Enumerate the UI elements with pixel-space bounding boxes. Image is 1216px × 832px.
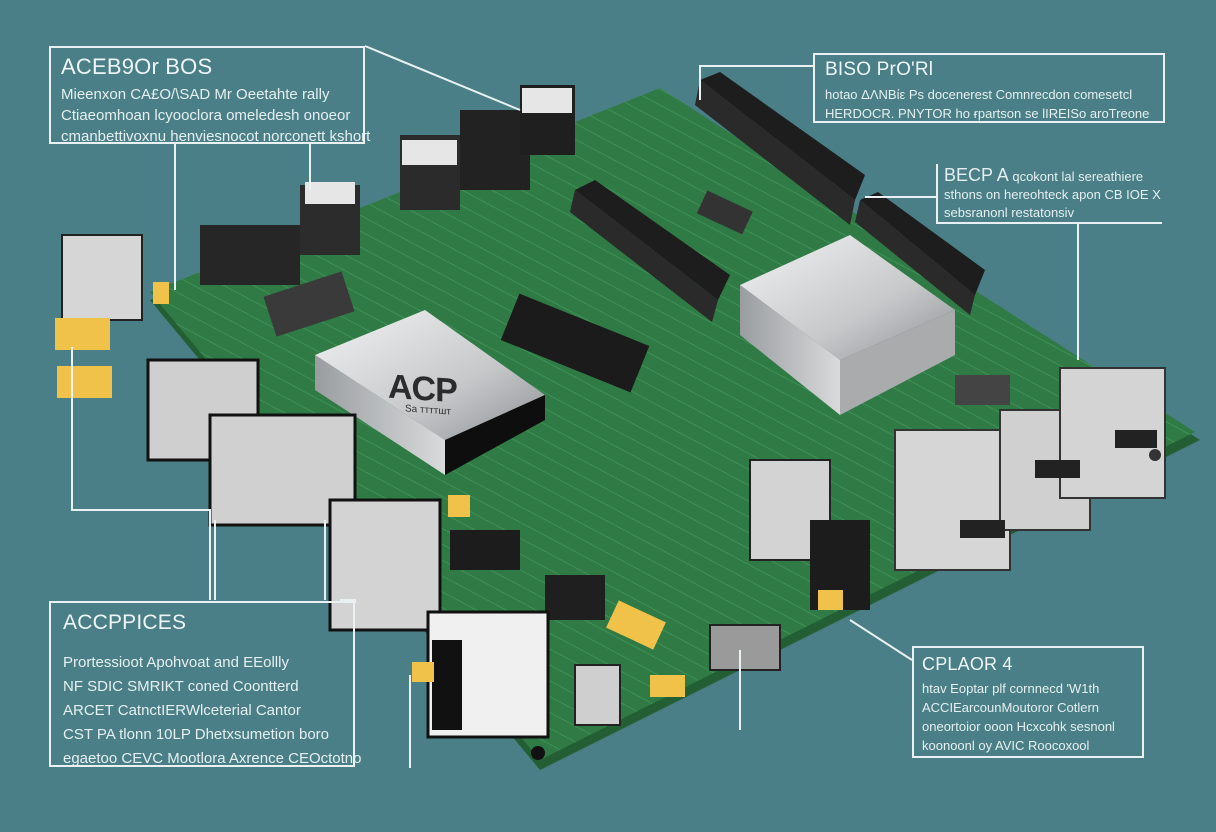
- callout-text-line: CST PA tlonn 10LP Dhetxsumetion boro: [63, 726, 329, 743]
- rf-shield-can: [740, 235, 955, 415]
- left-ports: [61, 234, 550, 739]
- callout-title: CPLAOR 4: [922, 654, 1013, 674]
- callout-title: BISO PrO'Rl: [825, 59, 934, 80]
- right-ports: [749, 367, 1166, 610]
- capacitors: [55, 282, 843, 697]
- callout-text-line: hotao ΔΛΝΒίε Ps docenerest Comnrecdon co…: [825, 87, 1133, 102]
- callout-title: ACEB9Or BOS: [61, 54, 213, 79]
- callout-bottom-right: CPLAOR 4 htav Eoptar plf cornnecd 'W1th …: [912, 646, 1144, 758]
- callout-text-line: Mieenxon CA£O/\SAD Mr Oeetahte rally: [61, 86, 330, 103]
- leader-lines: [71, 45, 1079, 768]
- small-chips: [263, 190, 1010, 620]
- callout-text-line: sthons on hereohteck apon CB IOE X: [944, 187, 1161, 202]
- misc-components: [531, 449, 1161, 760]
- callout-title: ACCPPICES: [63, 611, 187, 634]
- callout-text-line: Ctiaeomhoan lcyooclora omeledesh onoeor: [61, 107, 351, 124]
- callout-bottom-left: ACCPPICES Prortessioot Apohvoat and EEol…: [49, 601, 362, 767]
- callout-text-line: Prortessioot Apohvoat and EEollly: [63, 654, 289, 671]
- heatsinks: [200, 85, 575, 285]
- main-processor-chip: [315, 310, 545, 475]
- callout-text-line: htav Eoptar plf cornnecd 'W1th: [922, 681, 1100, 696]
- callout-text-line: sebsranonl restatonsiv: [944, 205, 1075, 220]
- callout-top-right: BISO PrO'Rl hotao ΔΛΝΒίε Ps docenerest C…: [813, 53, 1165, 123]
- callout-text-line: ARCET CatnctIERWlceterial Cantor: [63, 702, 301, 719]
- callout-title-suffix: qcokont lal sereathiere: [1012, 169, 1144, 184]
- callout-text-line: cmanbettivoxnu henviesnocot norconett ks…: [61, 128, 371, 145]
- callout-text-line: oneortoior ooon Hcxcohk sesnonl: [922, 719, 1115, 734]
- callout-title: BECP A: [944, 165, 1009, 185]
- callout-text-line: egaetoo CEVC Mootlora Axrence CEOctotno: [63, 750, 362, 767]
- callout-text-line: HERDOCR. PNYTOR ho ɍpartson se lIREISo a…: [825, 106, 1150, 121]
- pin-header-connectors: [570, 72, 985, 322]
- callout-text-line: ACCIEarcounMoutoror Cotlern: [922, 700, 1100, 715]
- callout-top-left: ACEB9Or BOS Mieenxon CA£O/\SAD Mr Oeetah…: [49, 46, 371, 145]
- callout-text-line: koonoonl oy AVIC Roocoxool: [922, 738, 1090, 753]
- callout-heading-row: BECP A qcokont lal sereathiere: [944, 166, 1156, 186]
- callout-right-middle: BECP A qcokont lal sereathiere sthons on…: [936, 164, 1162, 224]
- callout-text-line: NF SDIC SMRIKT coned Coontterd: [63, 678, 299, 695]
